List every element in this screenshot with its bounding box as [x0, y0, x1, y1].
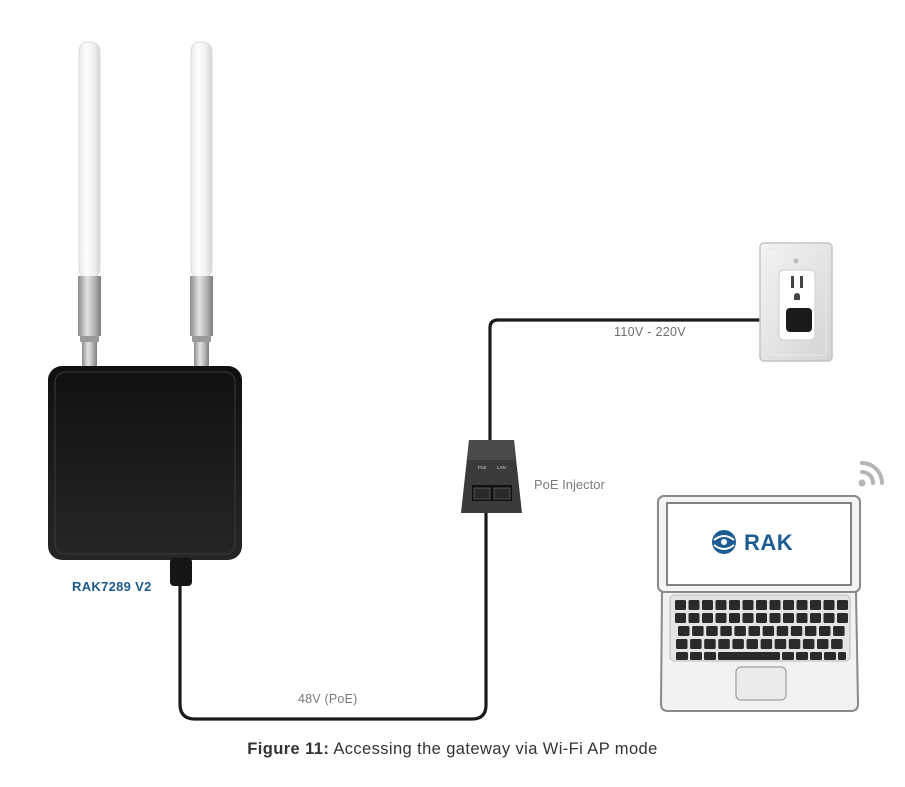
keyboard-key — [676, 652, 688, 660]
cables — [178, 318, 798, 721]
figure-number: Figure 11: — [247, 740, 330, 758]
keyboard-key — [702, 600, 713, 610]
keyboard-key — [817, 639, 829, 649]
keyboard-key — [746, 639, 758, 649]
keyboard-key — [782, 652, 794, 660]
keyboard-key — [796, 613, 808, 623]
cable-injector-to-outlet — [488, 318, 798, 442]
keyboard-key — [796, 600, 808, 610]
keyboard — [675, 600, 848, 660]
keyboard-key — [688, 613, 700, 623]
keyboard-key — [742, 600, 754, 610]
keyboard-key — [810, 600, 821, 610]
keyboard-key — [796, 652, 808, 660]
keyboard-key — [675, 613, 686, 623]
keyboard-key — [756, 600, 767, 610]
keyboard-key — [783, 600, 794, 610]
mains-voltage-label: 110V - 220V — [614, 325, 686, 339]
keyboard-key — [675, 600, 686, 610]
keyboard-key — [720, 626, 732, 636]
wifi-icon — [858, 461, 884, 487]
keyboard-key — [837, 613, 848, 623]
keyboard-key — [823, 600, 835, 610]
keyboard-key — [678, 626, 690, 636]
keyboard-key — [729, 613, 740, 623]
keyboard-key — [831, 639, 843, 649]
keyboard-key — [783, 613, 794, 623]
keyboard-key — [756, 613, 767, 623]
keyboard-key — [810, 652, 822, 660]
keyboard-key — [688, 600, 700, 610]
keyboard-key — [819, 626, 831, 636]
figure-caption-text: Accessing the gateway via Wi-Fi AP mode — [333, 740, 658, 758]
keyboard-key — [718, 652, 780, 660]
poe-voltage-label: 48V (PoE) — [298, 692, 358, 706]
keyboard-key — [690, 639, 702, 649]
keyboard-key — [748, 626, 760, 636]
keyboard-key — [788, 639, 801, 649]
rak-logo-icon — [712, 530, 736, 554]
laptop-brand-label: RAK — [744, 530, 794, 555]
keyboard-key — [776, 626, 789, 636]
keyboard-key — [690, 652, 702, 660]
keyboard-key — [676, 639, 688, 649]
keyboard-key — [715, 613, 727, 623]
keyboard-key — [790, 626, 803, 636]
keyboard-key — [715, 600, 727, 610]
keyboard-key — [706, 626, 718, 636]
keyboard-key — [769, 613, 781, 623]
keyboard-key — [774, 639, 787, 649]
figure-caption: Figure 11: Accessing the gateway via Wi-… — [0, 740, 905, 759]
keyboard-key — [833, 626, 845, 636]
keyboard-key — [760, 639, 773, 649]
keyboard-key — [804, 626, 817, 636]
keyboard-key — [732, 639, 744, 649]
injector-port-lan-label: LAN — [497, 465, 506, 470]
keyboard-key — [704, 639, 716, 649]
keyboard-key — [769, 600, 781, 610]
keyboard-key — [742, 613, 754, 623]
cable-gateway-to-injector — [178, 505, 488, 721]
keyboard-key — [824, 652, 836, 660]
keyboard-key — [729, 600, 740, 610]
gateway-device — [48, 366, 242, 586]
wall-outlet — [759, 242, 833, 362]
keyboard-key — [704, 652, 716, 660]
poe-injector-label: PoE Injector — [534, 477, 605, 492]
keyboard-key — [702, 613, 713, 623]
keyboard-key — [837, 600, 848, 610]
antenna-left — [78, 41, 101, 366]
keyboard-key — [838, 652, 846, 660]
keyboard-key — [823, 613, 835, 623]
gateway-label: RAK7289 V2 — [72, 579, 152, 594]
keyboard-key — [762, 626, 775, 636]
keyboard-key — [692, 626, 704, 636]
antenna-right — [190, 41, 213, 366]
keyboard-key — [802, 639, 815, 649]
poe-injector: PoE LAN — [461, 440, 522, 513]
keyboard-key — [810, 613, 821, 623]
injector-port-poe-label: PoE — [478, 465, 487, 470]
laptop — [657, 495, 861, 712]
keyboard-key — [734, 626, 746, 636]
keyboard-key — [718, 639, 730, 649]
